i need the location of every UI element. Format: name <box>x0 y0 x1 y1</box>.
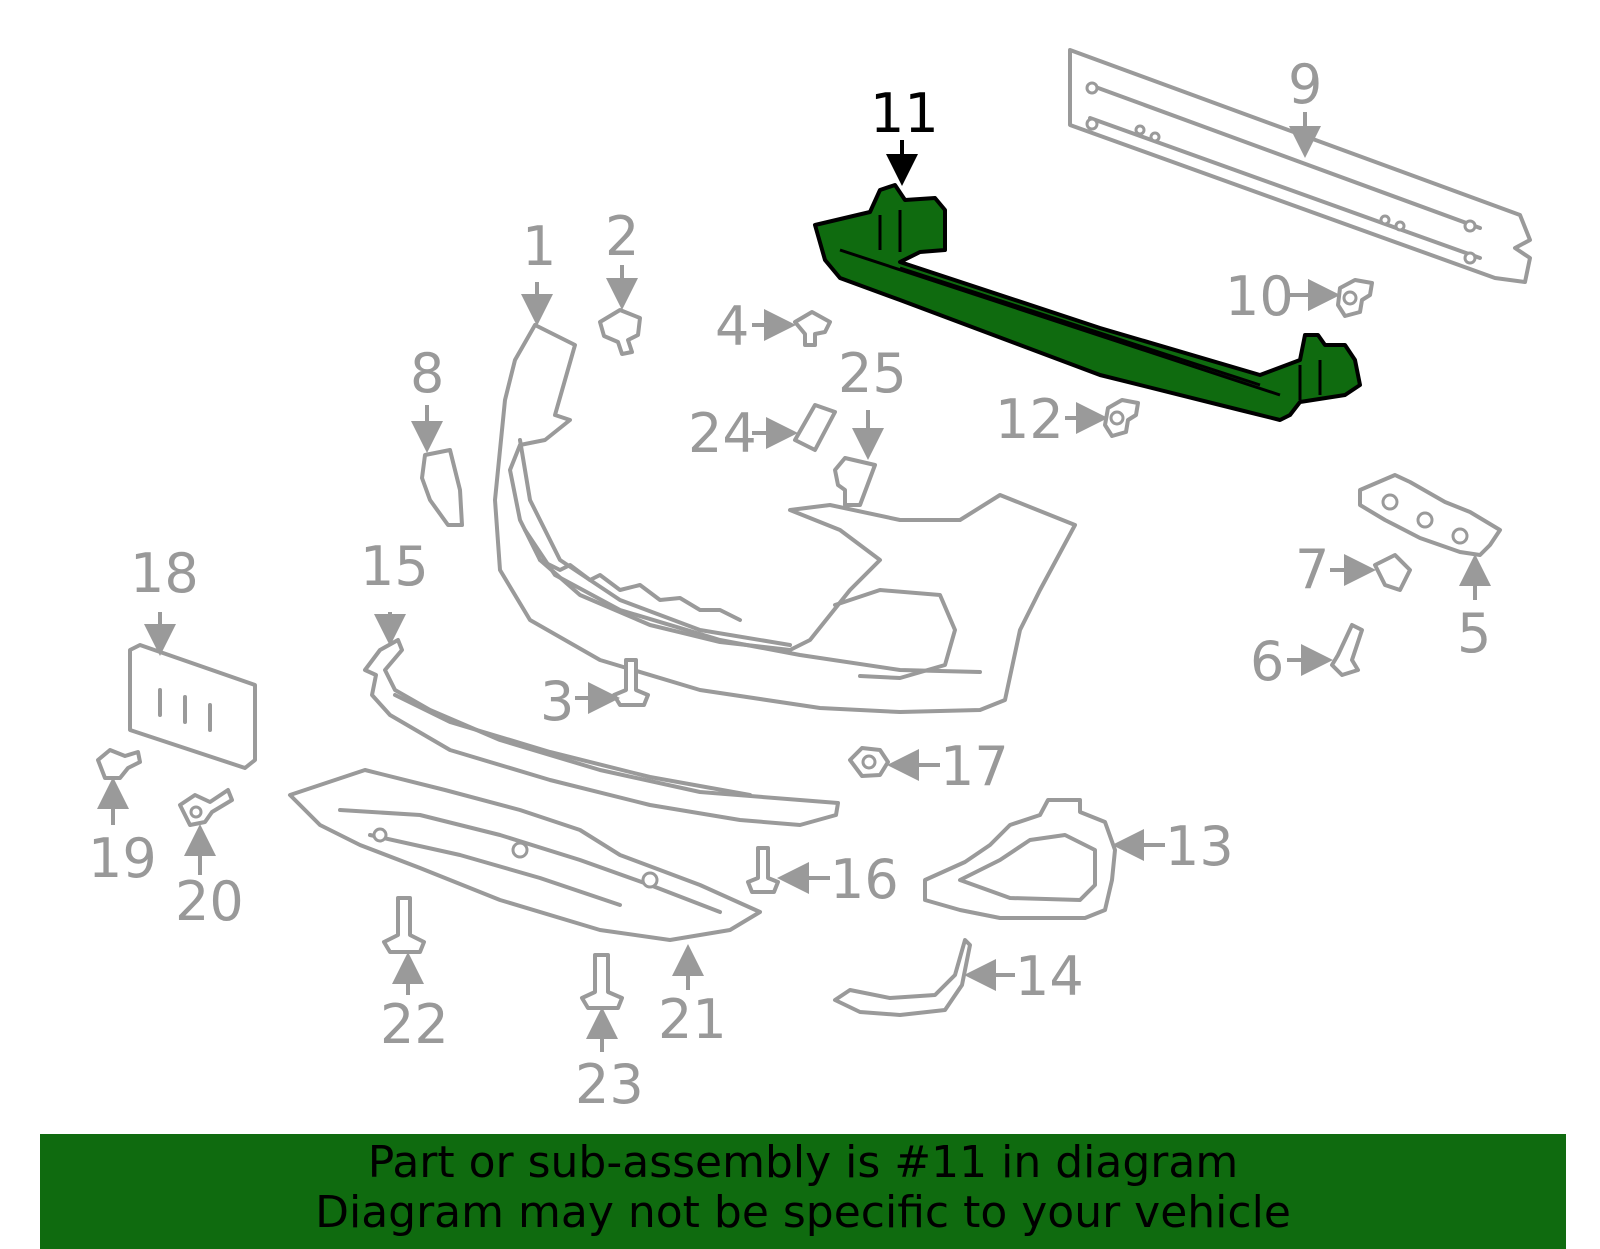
part-7-grommet <box>1373 553 1412 592</box>
part-3-screw <box>612 658 650 707</box>
part-25-bracket <box>833 456 877 507</box>
part-13-bezel <box>923 798 1117 920</box>
callout-20[interactable]: 20 <box>175 870 244 933</box>
part-21-splash-shield <box>288 768 762 942</box>
callout-12[interactable]: 12 <box>995 388 1064 451</box>
part-12-nut <box>1103 398 1140 438</box>
callout-1[interactable]: 1 <box>522 215 556 278</box>
callout-17[interactable]: 17 <box>940 735 1009 798</box>
part-1-bumper-cover <box>493 323 1077 714</box>
part-23-screw <box>580 953 624 1010</box>
callout-8[interactable]: 8 <box>410 342 444 405</box>
part-5-bracket <box>1358 473 1502 557</box>
callout-13[interactable]: 13 <box>1165 815 1234 878</box>
callout-22[interactable]: 22 <box>380 993 449 1056</box>
banner-line-1: Part or sub-assembly is #11 in diagram <box>367 1137 1239 1188</box>
part-24-bracket <box>793 403 837 452</box>
part-11-impact-bar[interactable] <box>813 183 1362 422</box>
part-14-trim <box>833 938 972 1017</box>
part-19-push-pin <box>96 748 142 780</box>
part-16-screw <box>746 846 780 894</box>
info-banner: Part or sub-assembly is #11 in diagram D… <box>40 1134 1566 1249</box>
callout-23[interactable]: 23 <box>575 1053 644 1116</box>
part-15-lower-strip <box>363 638 840 827</box>
banner-line-2: Diagram may not be specific to your vehi… <box>315 1187 1291 1238</box>
part-4-clip <box>793 310 832 347</box>
callout-6[interactable]: 6 <box>1250 630 1284 693</box>
part-10-nut <box>1336 278 1374 318</box>
part-20-bolt <box>178 788 234 827</box>
part-2-push-pin <box>598 308 642 356</box>
callout-5[interactable]: 5 <box>1457 602 1491 665</box>
callout-2[interactable]: 2 <box>605 205 639 268</box>
part-6-bolt <box>1330 623 1364 677</box>
callout-9[interactable]: 9 <box>1288 53 1322 116</box>
part-17-nut <box>848 746 890 778</box>
leader-lines <box>97 112 1491 1052</box>
callout-14[interactable]: 14 <box>1015 945 1084 1008</box>
part-22-screw <box>382 896 426 954</box>
callout-25[interactable]: 25 <box>838 342 907 405</box>
callout-24[interactable]: 24 <box>688 402 757 465</box>
callout-11[interactable]: 11 <box>870 82 939 145</box>
callout-16[interactable]: 16 <box>830 848 899 911</box>
callout-labels: 9 11 1 2 4 10 8 25 24 12 7 5 6 3 18 15 1… <box>88 53 1491 1116</box>
callout-21[interactable]: 21 <box>658 988 727 1051</box>
callout-4[interactable]: 4 <box>715 295 749 358</box>
callout-19[interactable]: 19 <box>88 827 157 890</box>
callout-7[interactable]: 7 <box>1295 538 1329 601</box>
callout-18[interactable]: 18 <box>130 542 199 605</box>
callout-3[interactable]: 3 <box>540 670 574 733</box>
part-8-bracket <box>420 448 464 527</box>
callout-15[interactable]: 15 <box>360 535 429 598</box>
callout-10[interactable]: 10 <box>1225 265 1294 328</box>
part-9-reinforcement <box>1068 48 1532 284</box>
part-18-module <box>128 643 257 770</box>
